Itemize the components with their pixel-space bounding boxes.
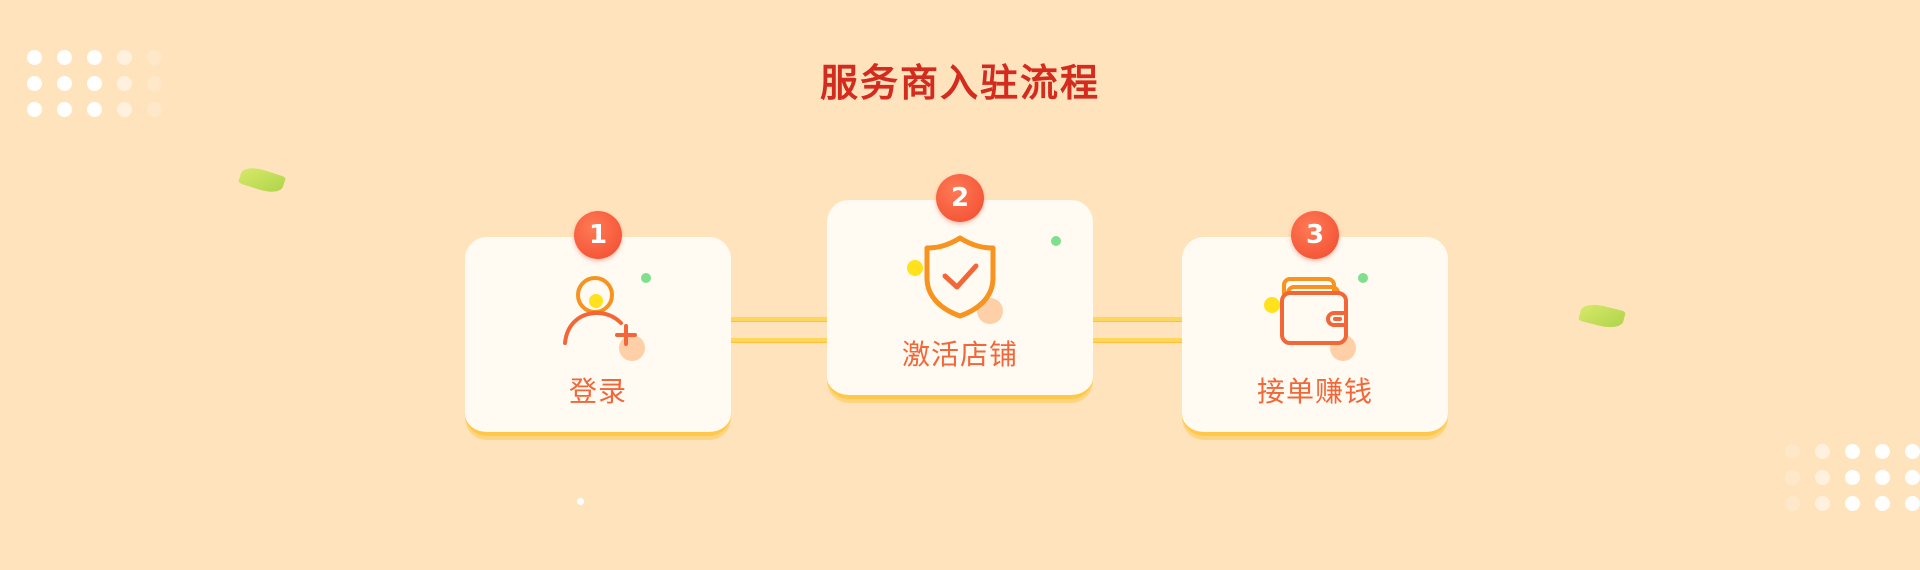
decorative-dot <box>1264 297 1280 313</box>
connector-line <box>727 317 832 321</box>
wallet-icon <box>1270 265 1360 355</box>
step-card-activate-store[interactable]: 2 激活店铺 <box>827 174 1093 399</box>
step-number-badge: 3 <box>1291 211 1339 259</box>
decorative-dot <box>907 260 923 276</box>
decorative-dot <box>1358 273 1368 283</box>
step-card-take-orders[interactable]: 3 接单赚钱 <box>1182 211 1448 436</box>
decorative-leaf-right <box>1578 300 1626 332</box>
step-label: 激活店铺 <box>901 338 1018 371</box>
decorative-dots-top-left <box>27 50 162 117</box>
decorative-dot <box>619 335 645 361</box>
connector-line <box>1084 338 1189 342</box>
step-label: 登录 <box>568 375 627 408</box>
decorative-dot <box>1051 236 1061 246</box>
page-title: 服务商入驻流程 <box>819 60 1100 105</box>
connector-line <box>727 338 832 342</box>
decorative-speck <box>577 498 584 505</box>
step-label: 接单赚钱 <box>1256 375 1373 408</box>
step-number-badge: 1 <box>574 211 622 259</box>
step-card-login[interactable]: 1 登录 <box>465 211 731 436</box>
decorative-dots-bottom-right <box>1785 444 1920 511</box>
decorative-leaf-left <box>237 163 287 197</box>
connector-line <box>1084 317 1189 321</box>
user-add-icon <box>553 265 643 355</box>
decorative-dot <box>641 273 651 283</box>
shield-check-icon <box>915 230 1005 320</box>
step-number-badge: 2 <box>936 174 984 222</box>
